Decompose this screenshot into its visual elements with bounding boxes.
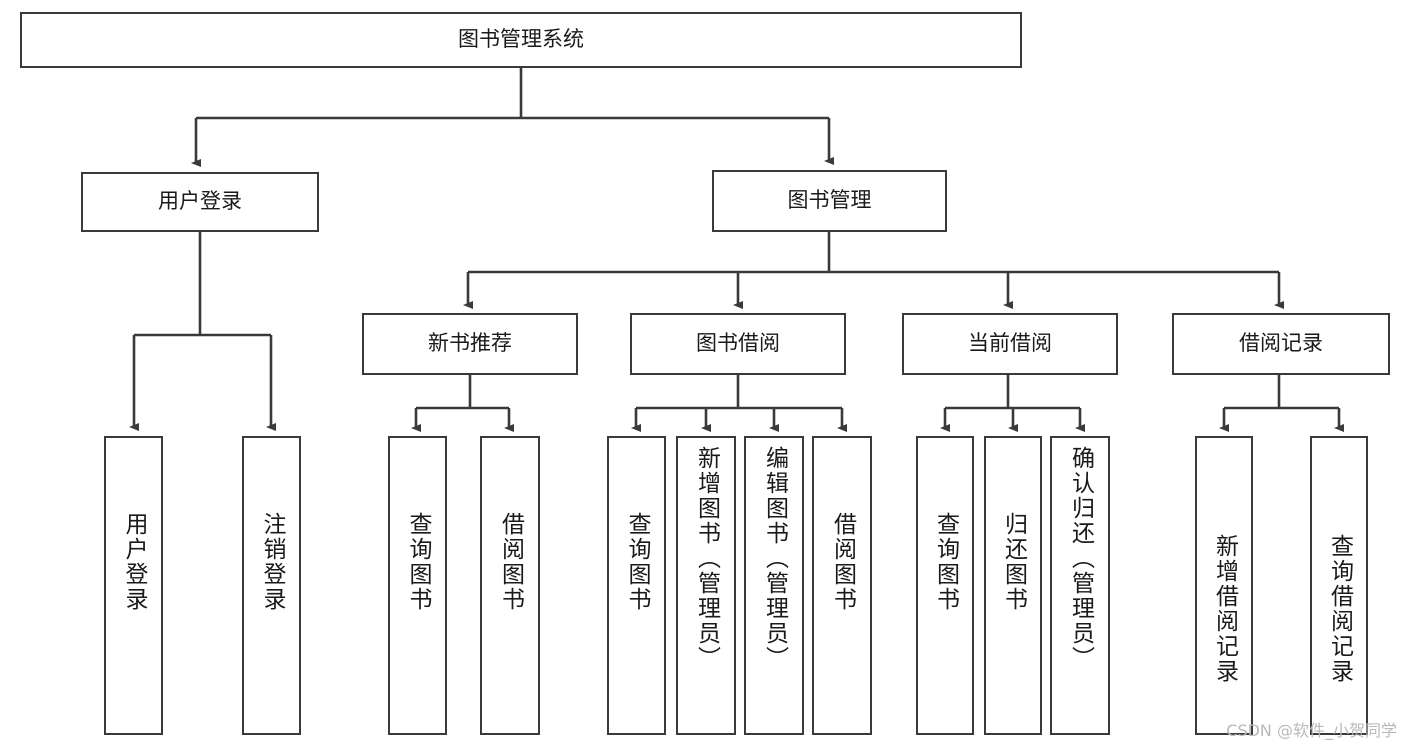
leaf-edit-book-admin-label: 编辑图书（管理员） [761,446,788,671]
leaf-user-login[interactable]: 用户登录 [104,436,163,735]
leaf-query-borrow-record[interactable]: 查询借阅记录 [1310,436,1368,735]
leaf-add-book-admin[interactable]: 新增图书（管理员） [676,436,736,735]
node-user-login-label: 用户登录 [158,189,242,214]
node-new-book-recommend-label: 新书推荐 [428,331,512,356]
leaf-add-borrow-record[interactable]: 新增借阅记录 [1195,436,1253,735]
node-new-book-recommend[interactable]: 新书推荐 [362,313,578,375]
leaf-confirm-return-admin-label: 确认归还（管理员） [1067,446,1094,671]
node-root[interactable]: 图书管理系统 [20,12,1022,68]
leaf-add-borrow-record-label: 新增借阅记录 [1211,534,1238,684]
leaf-query-book-recommend[interactable]: 查询图书 [388,436,447,735]
node-user-login[interactable]: 用户登录 [81,172,319,232]
leaf-query-borrow-record-label: 查询借阅记录 [1326,534,1353,684]
leaf-borrow-book[interactable]: 借阅图书 [812,436,872,735]
node-borrow-record[interactable]: 借阅记录 [1172,313,1390,375]
leaf-logout[interactable]: 注销登录 [242,436,301,735]
leaf-query-book-current[interactable]: 查询图书 [916,436,974,735]
node-borrow-record-label: 借阅记录 [1239,331,1323,356]
leaf-borrow-book-label: 借阅图书 [829,512,856,612]
watermark-text: CSDN @软件_小贺同学 [1226,721,1397,740]
leaf-query-book-recommend-label: 查询图书 [405,512,431,612]
node-root-label: 图书管理系统 [458,27,584,52]
node-current-borrow-label: 当前借阅 [968,331,1052,356]
leaf-logout-label: 注销登录 [259,512,285,612]
leaf-user-login-label: 用户登录 [121,512,147,612]
node-book-management[interactable]: 图书管理 [712,170,947,232]
leaf-return-book-label: 归还图书 [1000,512,1027,612]
leaf-add-book-admin-label: 新增图书（管理员） [693,446,720,671]
node-book-borrow-label: 图书借阅 [696,331,780,356]
leaf-borrow-book-recommend[interactable]: 借阅图书 [480,436,540,735]
node-book-borrow[interactable]: 图书借阅 [630,313,846,375]
node-current-borrow[interactable]: 当前借阅 [902,313,1118,375]
leaf-confirm-return-admin[interactable]: 确认归还（管理员） [1050,436,1110,735]
leaf-borrow-book-recommend-label: 借阅图书 [497,512,524,612]
leaf-query-book-borrow[interactable]: 查询图书 [607,436,666,735]
leaf-query-book-current-label: 查询图书 [932,512,959,612]
leaf-edit-book-admin[interactable]: 编辑图书（管理员） [744,436,804,735]
leaf-query-book-borrow-label: 查询图书 [624,512,650,612]
node-book-management-label: 图书管理 [787,188,872,213]
leaf-return-book[interactable]: 归还图书 [984,436,1042,735]
